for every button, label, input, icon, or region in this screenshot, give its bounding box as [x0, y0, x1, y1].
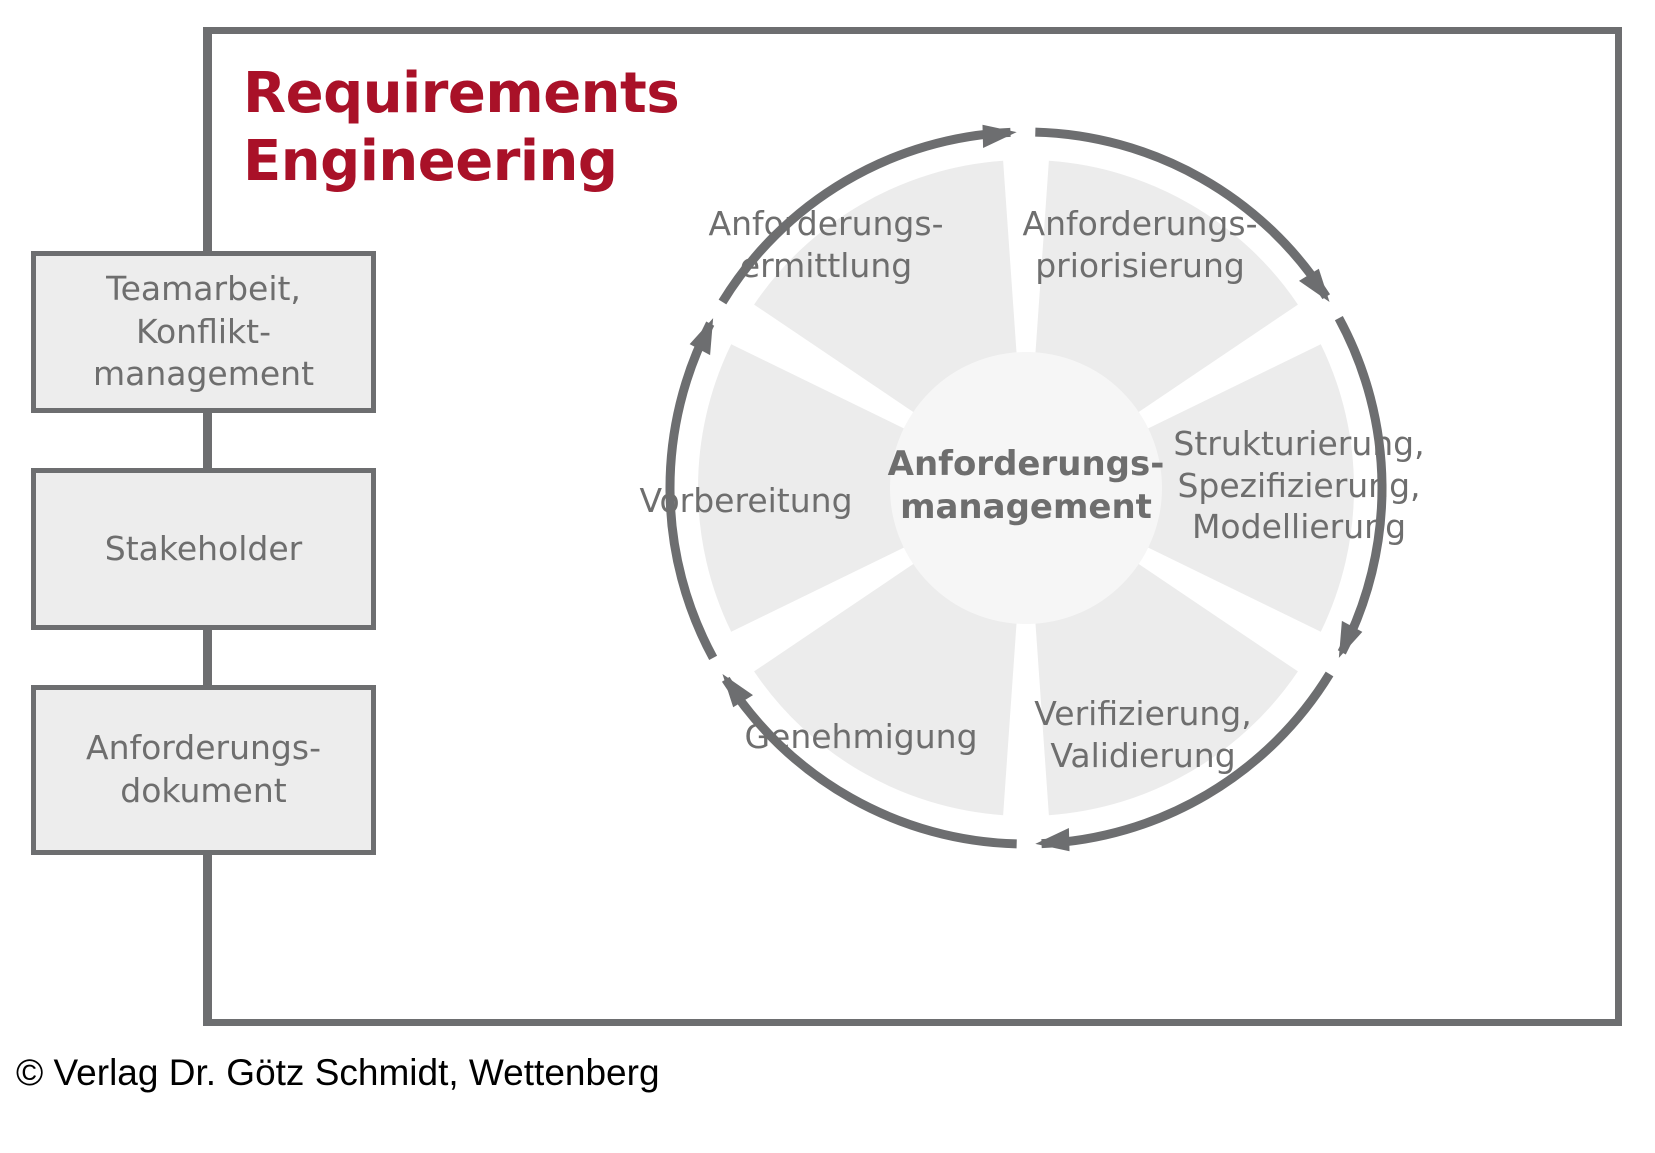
cycle-segment — [1035, 160, 1298, 414]
cycle-segment — [754, 562, 1017, 816]
left-box-label: Anforderungs- dokument — [86, 728, 321, 810]
cycle-segment — [698, 344, 906, 632]
cycle-arrow-arc — [1041, 671, 1334, 849]
left-box-anforderungsdokument: Anforderungs- dokument — [31, 685, 376, 855]
page-title: Requirements Engineering — [243, 61, 680, 195]
hub-circle — [890, 352, 1162, 624]
left-box-teamarbeit: Teamarbeit, Konflikt- management — [31, 251, 376, 413]
cycle-arrow-arc — [1035, 127, 1331, 300]
left-box-label: Teamarbeit, Konflikt- management — [92, 268, 315, 394]
left-box-label: Stakeholder — [104, 528, 303, 568]
wedge-group — [698, 160, 1354, 816]
cycle-arrow-head — [689, 318, 714, 356]
cycle-arrow-head — [722, 674, 754, 708]
cycle-arrow-arc — [665, 321, 718, 661]
cycle-arrow-head — [1298, 268, 1330, 302]
cycle-arrow-arc — [1334, 315, 1387, 655]
cycle-arrow-head — [1338, 620, 1363, 658]
cycle-wheel-svg — [665, 124, 1387, 852]
cycle-arrow-arc — [721, 676, 1017, 849]
copyright-note: © Verlag Dr. Götz Schmidt, Wettenberg — [16, 1052, 660, 1093]
cycle-segment — [1146, 344, 1354, 632]
cycle-segment — [1035, 562, 1298, 816]
cycle-segment — [754, 160, 1017, 414]
cycle-wheel: Anforderungs- ermittlung Anforderungs- p… — [586, 48, 1466, 928]
cycle-arrow-arc — [718, 127, 1011, 305]
arrow-group — [665, 124, 1387, 852]
cycle-arrow-head — [982, 124, 1017, 149]
cycle-arrow-head — [1035, 827, 1070, 852]
left-box-stakeholder: Stakeholder — [31, 468, 376, 630]
